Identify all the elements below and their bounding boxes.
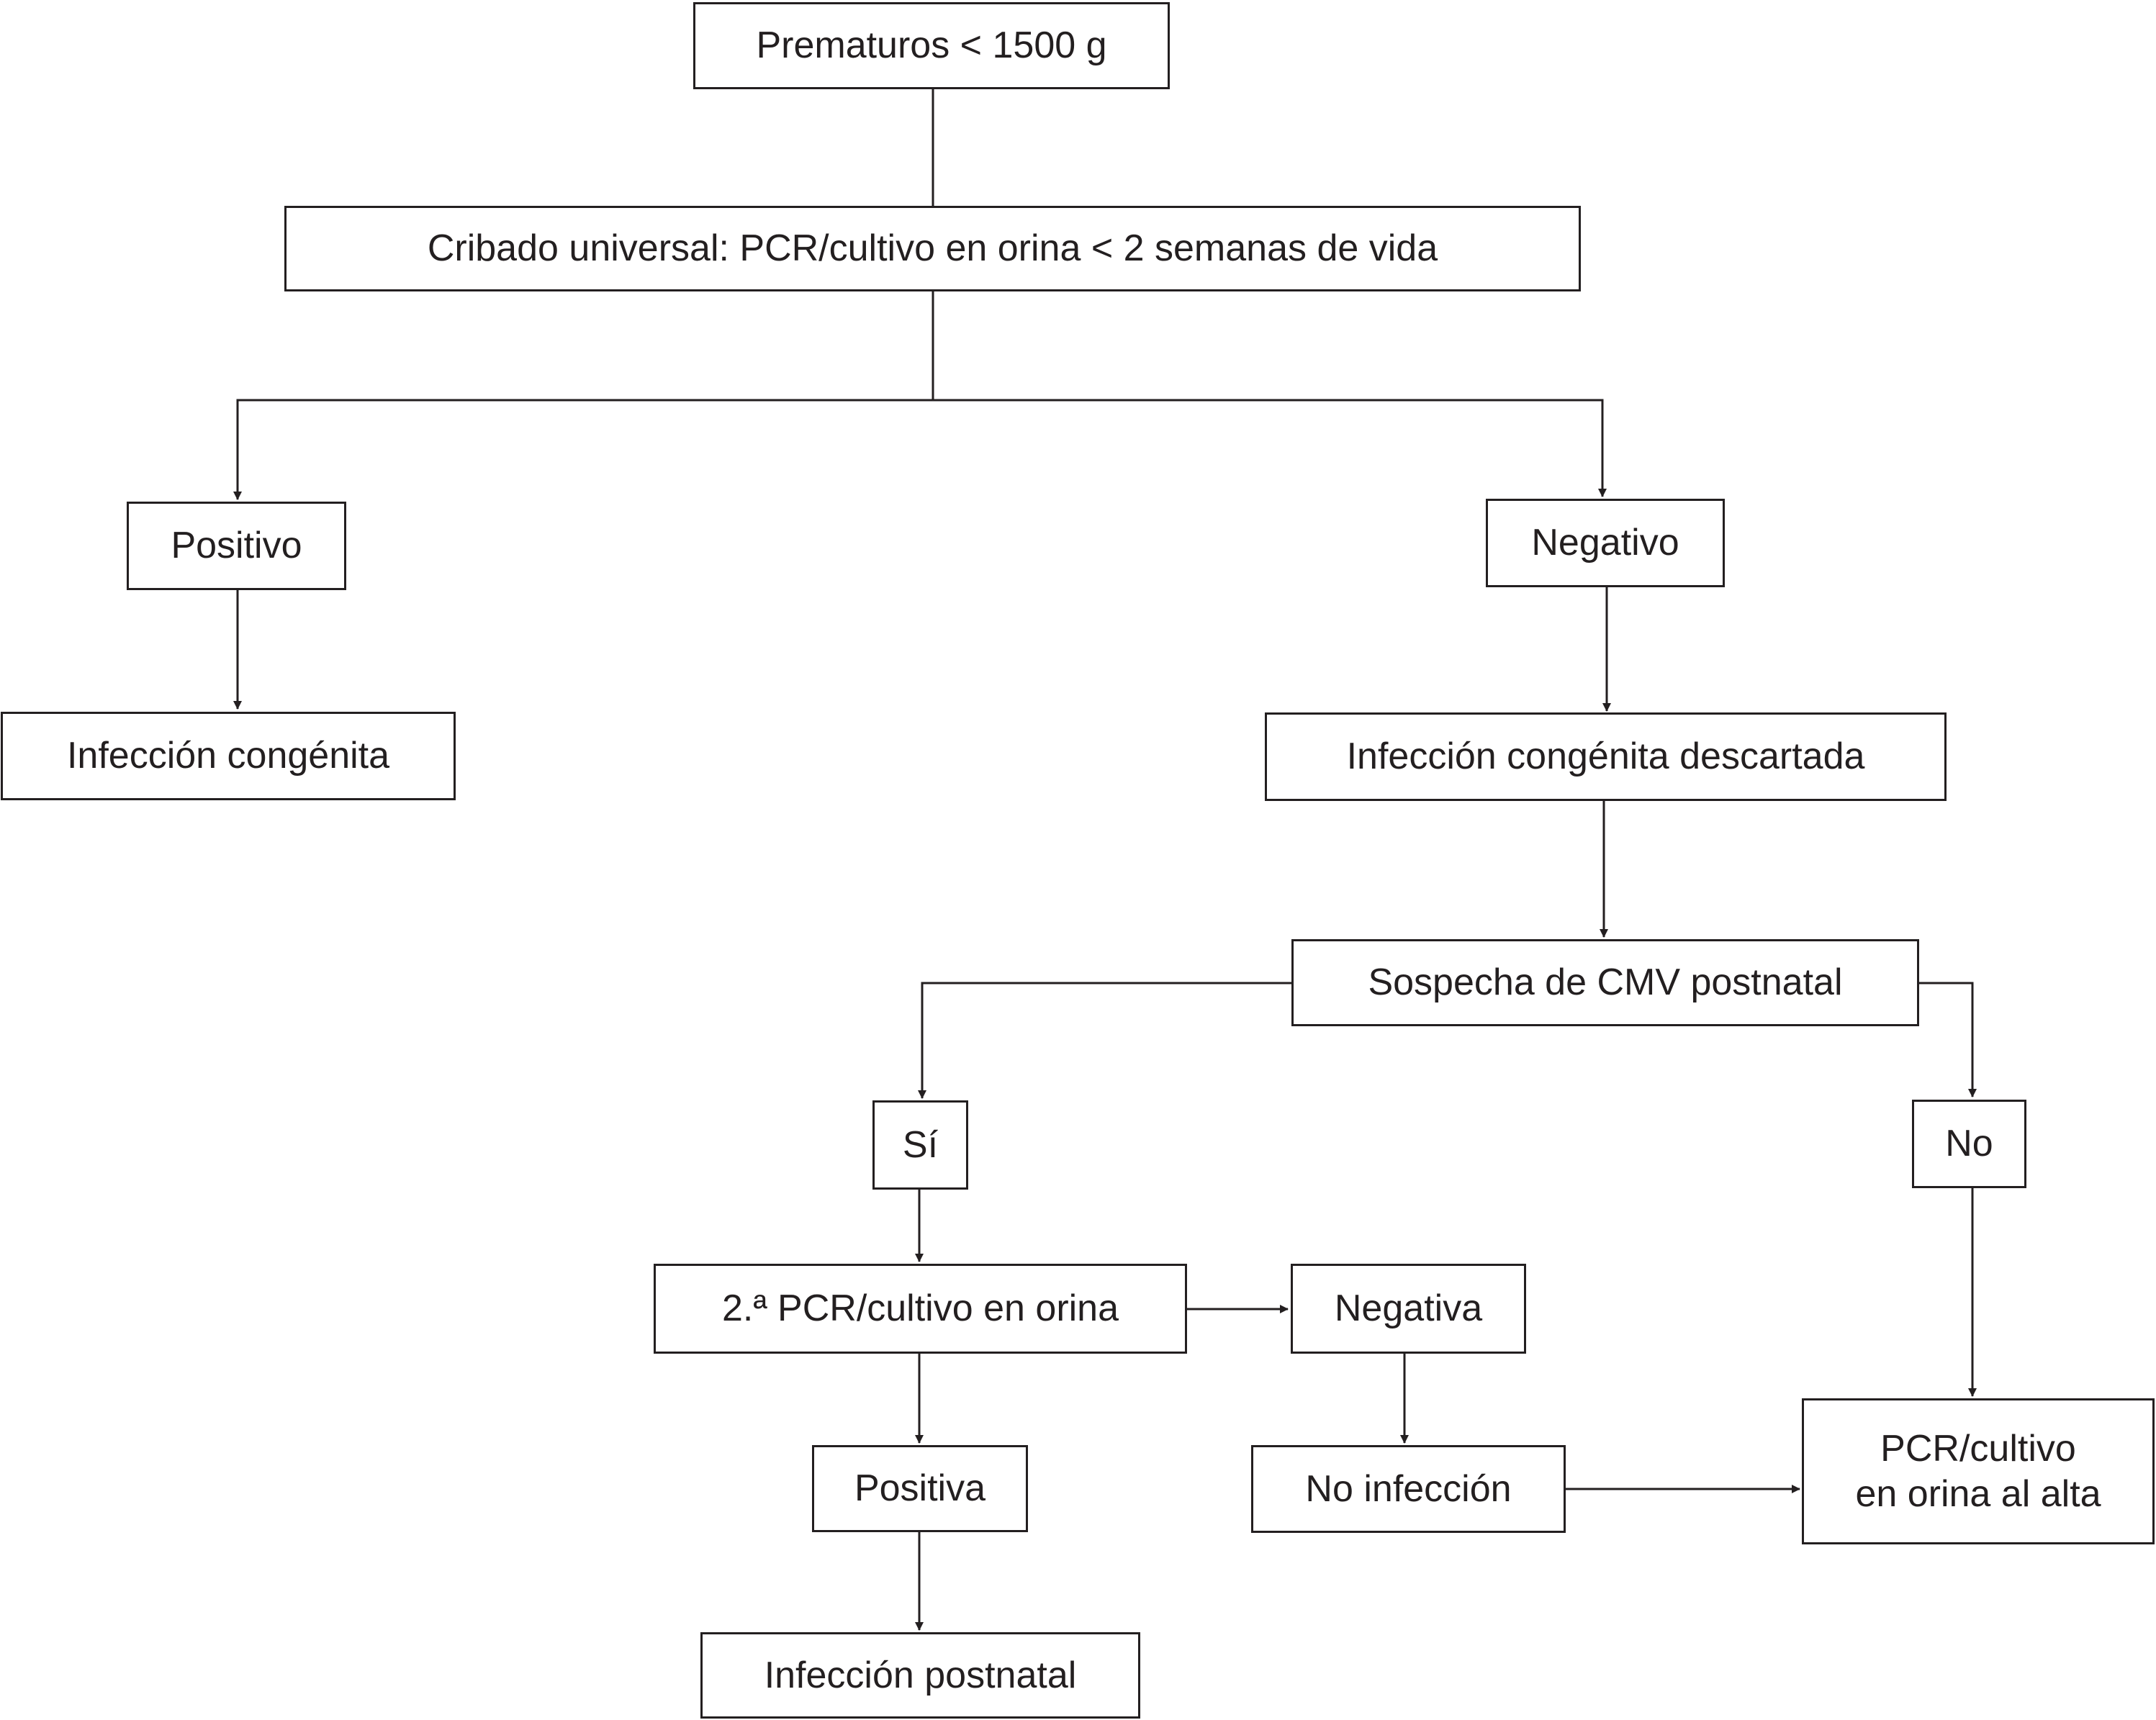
node-segunda-pcr: 2.ª PCR/cultivo en orina bbox=[654, 1264, 1187, 1354]
node-infeccion-congenita: Infección congénita bbox=[1, 712, 456, 800]
node-infeccion-congenita-descartada: Infección congénita descartada bbox=[1265, 712, 1947, 801]
node-sospecha-cmv: Sospecha de CMV postnatal bbox=[1291, 939, 1919, 1026]
node-cribado-universal-label: Cribado universal: PCR/cultivo en orina … bbox=[427, 227, 1438, 270]
node-negativo-label: Negativo bbox=[1531, 522, 1679, 564]
node-no-label: No bbox=[1945, 1123, 1993, 1165]
node-no-infeccion-label: No infección bbox=[1305, 1467, 1512, 1510]
node-infeccion-congenita-label: Infección congénita bbox=[66, 735, 390, 777]
arrow-sospecha-to-si bbox=[918, 982, 1291, 1099]
node-infeccion-postnatal-label: Infección postnatal bbox=[764, 1654, 1077, 1696]
node-infeccion-congenita-descartada-label: Infección congénita descartada bbox=[1346, 735, 1865, 778]
node-positivo: Positivo bbox=[127, 502, 346, 590]
arrow-sospecha-to-no bbox=[1919, 982, 1977, 1097]
node-prematuros: Prematuros < 1500 g bbox=[693, 2, 1170, 89]
node-sospecha-cmv-label: Sospecha de CMV postnatal bbox=[1368, 961, 1843, 1004]
node-infeccion-postnatal: Infección postnatal bbox=[700, 1632, 1140, 1719]
arrow-to-negativo bbox=[933, 399, 1607, 497]
node-negativo: Negativo bbox=[1486, 499, 1725, 587]
node-cribado-universal: Cribado universal: PCR/cultivo en orina … bbox=[284, 206, 1581, 291]
node-negativa: Negativa bbox=[1291, 1264, 1526, 1354]
node-pcr-alta-line2: en orina al alta bbox=[1855, 1472, 2101, 1515]
node-pcr-alta: PCR/cultivo en orina al alta bbox=[1802, 1398, 2155, 1544]
node-si: Sí bbox=[872, 1100, 968, 1190]
node-no-infeccion: No infección bbox=[1251, 1445, 1566, 1533]
arrow-to-positivo bbox=[233, 399, 933, 500]
node-prematuros-label: Prematuros < 1500 g bbox=[756, 24, 1107, 67]
node-segunda-pcr-label: 2.ª PCR/cultivo en orina bbox=[721, 1287, 1119, 1330]
node-negativa-label: Negativa bbox=[1334, 1287, 1483, 1330]
node-si-label: Sí bbox=[902, 1123, 939, 1166]
node-positivo-label: Positivo bbox=[171, 525, 302, 567]
node-positiva: Positiva bbox=[812, 1445, 1028, 1532]
node-positiva-label: Positiva bbox=[854, 1467, 986, 1510]
node-no: No bbox=[1912, 1100, 2026, 1188]
node-pcr-alta-line1: PCR/cultivo bbox=[1880, 1428, 2076, 1470]
